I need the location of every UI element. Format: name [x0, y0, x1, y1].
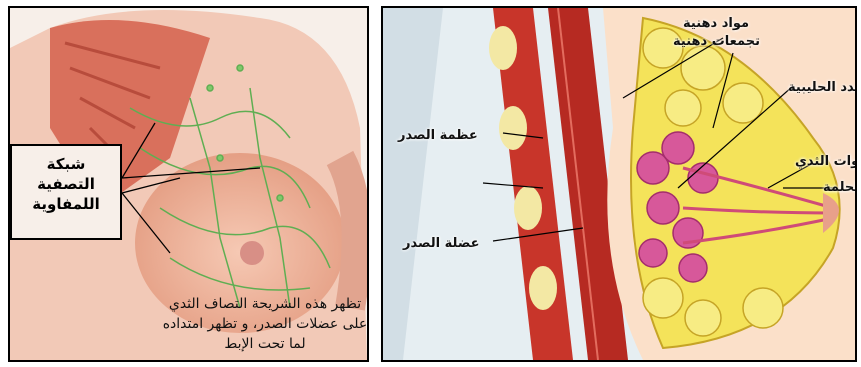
breast-anatomy-illustration: [383, 8, 855, 360]
lymph-network-label-box: شبكة التصفية اللمفاوية: [10, 144, 122, 240]
label-chest-muscle: عضلة الصدر: [403, 236, 480, 251]
label-nipple: الحلمة: [823, 180, 857, 195]
panel-caption: تظهر هذه الشريحة التصاف الثدي على عضلات …: [160, 294, 369, 354]
label-fat-tissue: مواد دهنية: [683, 16, 749, 31]
network-label-line: التصفية: [12, 174, 120, 194]
label-breast-ducts: قنوات الثدي: [795, 154, 857, 169]
breast-anatomy-panel: مواد دهنية تجمعات دهنية الغدد الحليبية ق…: [381, 6, 857, 362]
lymph-illustration-panel: شبكة التصفية اللمفاوية تظهر هذه الشريحة …: [8, 6, 369, 362]
network-label-line: اللمفاوية: [12, 194, 120, 214]
label-fat-clusters: تجمعات دهنية: [673, 34, 760, 49]
network-label-line: شبكة: [12, 154, 120, 174]
label-glands: الغدد الحليبية: [788, 80, 857, 95]
label-rib: عظمة الصدر: [398, 128, 478, 143]
